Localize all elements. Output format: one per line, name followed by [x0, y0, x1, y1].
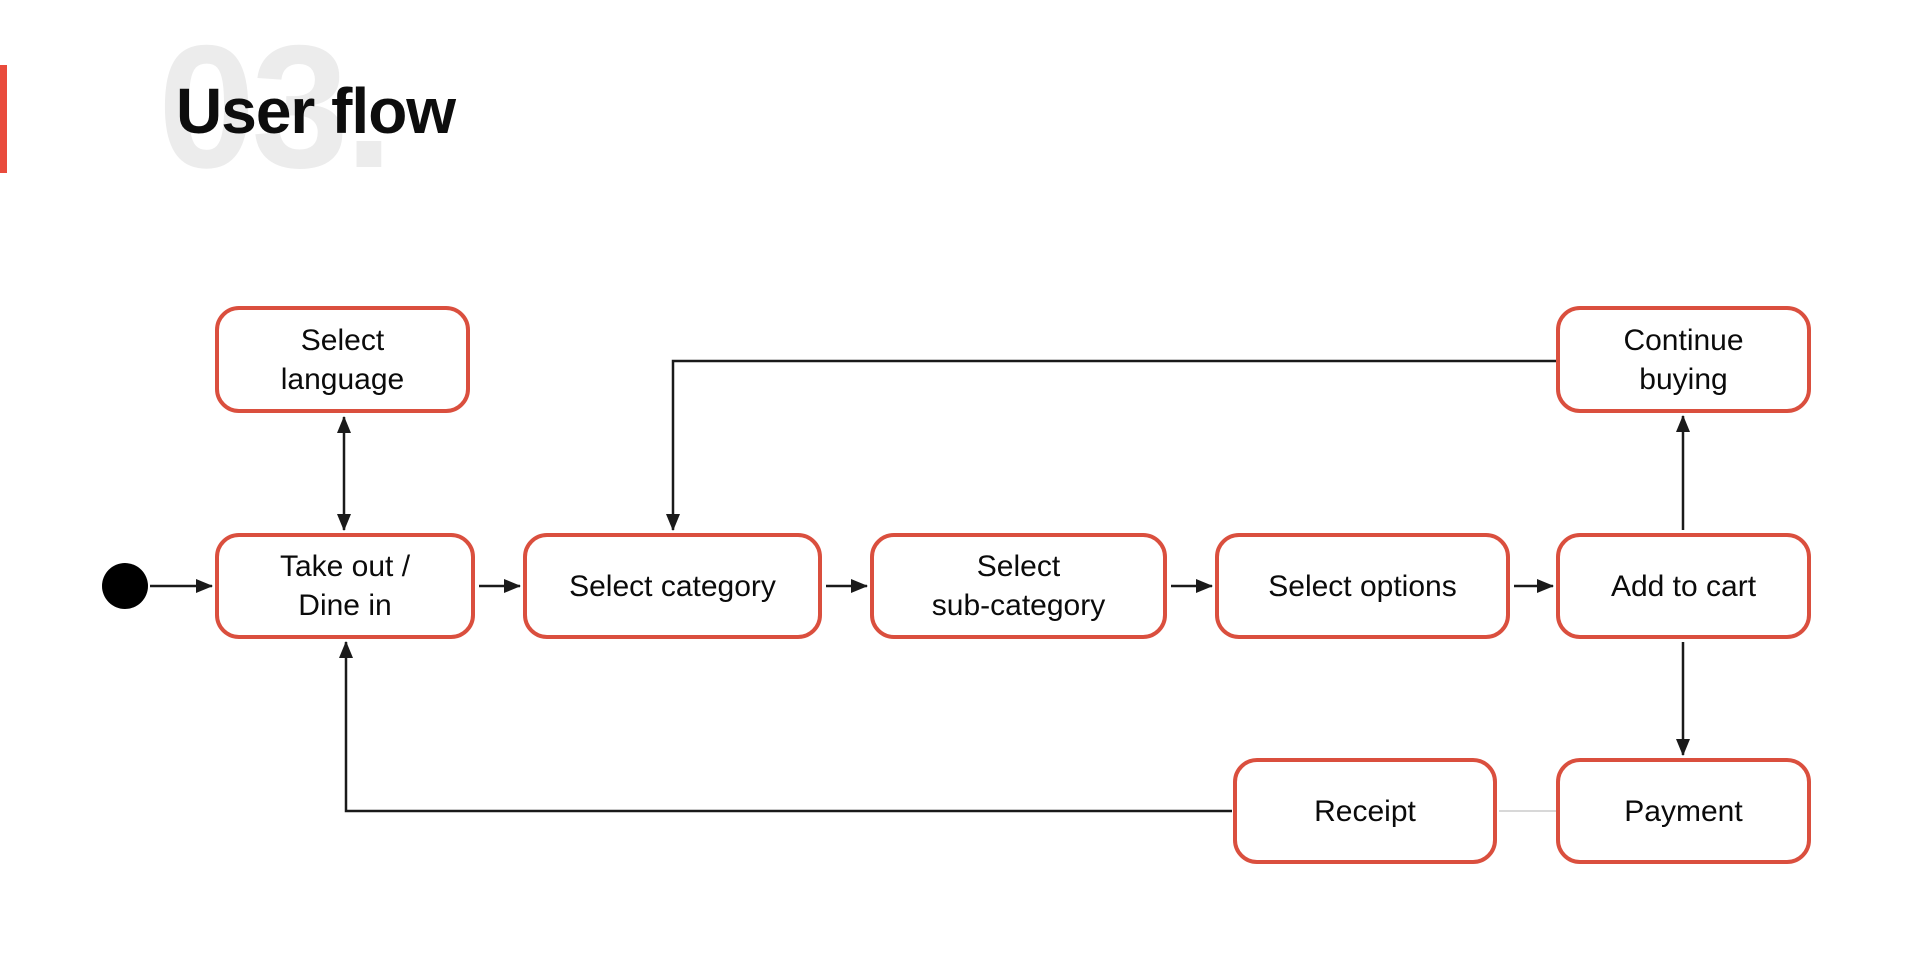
accent-bar	[0, 65, 7, 173]
node-select-options: Select options	[1215, 533, 1510, 639]
node-select-language: Select language	[215, 306, 470, 413]
node-continue-buying: Continue buying	[1556, 306, 1811, 413]
node-select-category: Select category	[523, 533, 822, 639]
node-receipt: Receipt	[1233, 758, 1497, 864]
start-state-circle	[102, 563, 148, 609]
edge-receipt-to-take-out	[339, 641, 1232, 813]
section-number-watermark: 03.	[158, 10, 393, 205]
edge-continue-buying-to-select-category	[666, 359, 1556, 531]
node-payment: Payment	[1556, 758, 1811, 864]
node-add-to-cart: Add to cart	[1556, 533, 1811, 639]
page-title: User flow	[176, 75, 456, 147]
node-select-sub-category: Select sub-category	[870, 533, 1167, 639]
node-take-out-dine-in: Take out / Dine in	[215, 533, 475, 639]
